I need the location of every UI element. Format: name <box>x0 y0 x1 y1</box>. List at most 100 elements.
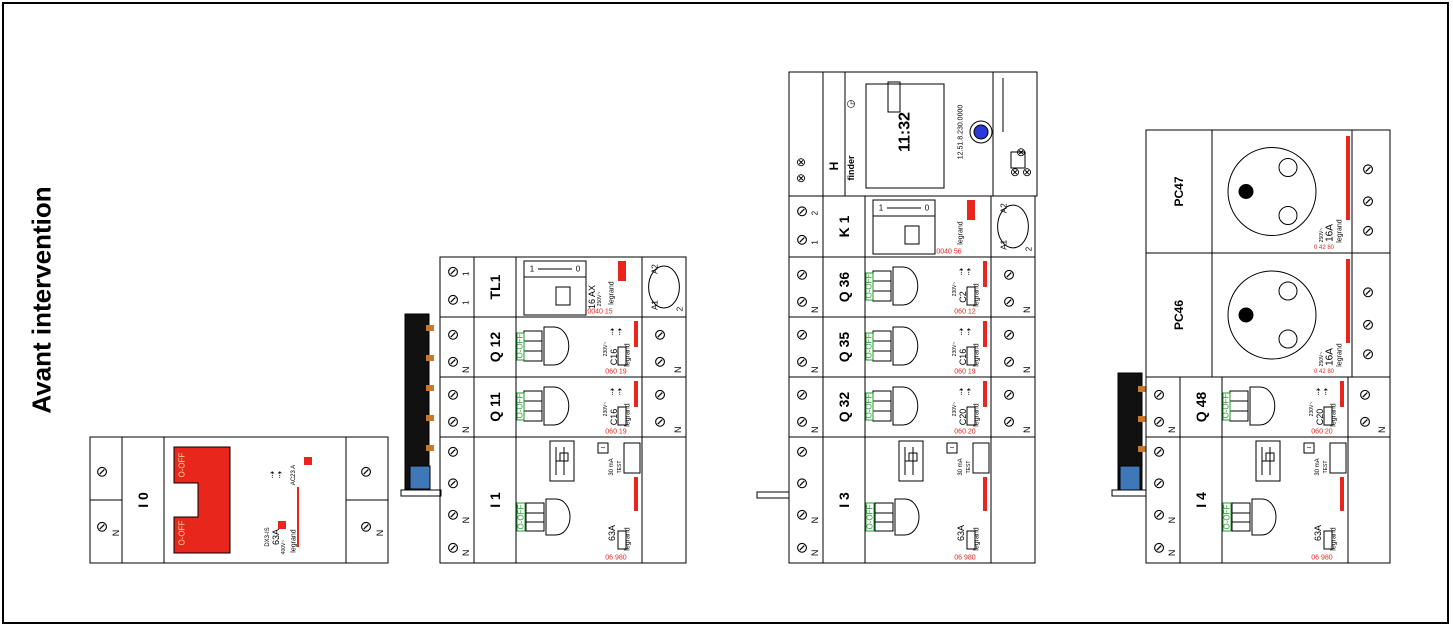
red-switch-handle <box>173 446 231 554</box>
rating-box <box>966 346 976 366</box>
socket-hole <box>1278 281 1298 301</box>
terminal-screw: ⊘ <box>796 294 809 311</box>
lever-arc <box>892 266 919 306</box>
terminal-screw: ⊘ <box>1003 327 1016 344</box>
terminal-n-label: N <box>1167 427 1177 434</box>
voltage-text: 230V~ <box>952 282 958 297</box>
rcd-symbol-box <box>597 442 609 454</box>
terminal-n-label: N <box>810 550 820 557</box>
test-text: TEST <box>966 461 972 474</box>
rcd-schematic-box <box>898 440 924 482</box>
brand-text: legrand <box>625 527 632 550</box>
red-indicator <box>983 381 987 407</box>
module-cell <box>864 436 992 564</box>
voltage-text: 230V~ <box>1309 402 1315 417</box>
terminal-n-label: N <box>1022 307 1032 314</box>
off-label: O-OFF <box>866 504 875 529</box>
terminal-screw: ⊘ <box>796 327 809 344</box>
rating-text: 63A <box>271 529 281 545</box>
toggle-slot <box>872 390 892 422</box>
code-text: 060 20 <box>1311 429 1333 436</box>
schematic-coil <box>908 452 918 462</box>
test-text: TEST <box>617 461 623 474</box>
relay-knob <box>904 225 920 245</box>
red-indicator <box>983 261 987 287</box>
brand-text: legrand <box>974 343 981 366</box>
brand-text: legrand <box>625 403 632 426</box>
voltage-text: 230V~ <box>603 402 609 417</box>
red-marker <box>278 521 286 529</box>
terminal-screw: ⊘ <box>1153 414 1166 431</box>
terminal-screw: ⊘ <box>447 264 460 281</box>
din-rail-end <box>400 489 442 497</box>
terminal-n-label: N <box>810 307 820 314</box>
terminal-n-label: N <box>461 550 471 557</box>
terminal-screw: ⊘ <box>447 444 460 461</box>
voltage-text: 230V~ <box>952 402 958 417</box>
code-text: 0 42 80 <box>1314 369 1335 375</box>
brand-text: legrand <box>974 283 981 306</box>
terminal-screw: ⊘ <box>447 475 460 492</box>
rating-box <box>617 406 627 426</box>
red-indicator <box>983 321 987 347</box>
terminal-n-label: N <box>810 427 820 434</box>
module-cell <box>1221 436 1349 564</box>
timer-screw: ⊗ <box>1010 165 1020 179</box>
terminal-screw: ⊘ <box>654 327 667 344</box>
terminal-screw: ⊘ <box>796 267 809 284</box>
terminal-screw: ⊘ <box>1359 387 1372 404</box>
terminal-screw: ⊘ <box>796 414 809 431</box>
terminal-screw: ⊘ <box>447 387 460 404</box>
socket-voltage: 250V~ <box>1319 352 1325 367</box>
pos0-label: 0 <box>576 265 581 274</box>
terminal-screw: ⊘ <box>96 519 109 536</box>
schematic-coil <box>1265 452 1275 462</box>
terminal-screw: ⊘ <box>447 539 460 556</box>
relay-coil-terminal <box>648 265 680 309</box>
relay-knob <box>555 286 571 306</box>
off-label: O-OFF <box>865 393 874 418</box>
curve-text: C20 <box>1315 409 1325 426</box>
terminal-screw: ⊘ <box>1153 444 1166 461</box>
code-text: 06 980 <box>605 555 627 562</box>
module-label: Q 35 <box>836 332 852 363</box>
switch-symbol: ⇡⇡ <box>957 267 972 277</box>
socket-hole <box>1278 329 1298 349</box>
terminal-screw: ⊘ <box>796 354 809 371</box>
code-text: 060 19 <box>605 429 627 436</box>
test-box <box>972 442 990 474</box>
terminal-n-label: N <box>673 367 683 374</box>
lever-arc <box>1249 386 1276 426</box>
toggle-slot <box>874 502 894 532</box>
rating-box <box>617 530 627 550</box>
red-indicator <box>1346 259 1350 343</box>
terminal-screw: ⊘ <box>796 507 809 524</box>
terminal-block-right <box>1347 436 1391 564</box>
terminal-screw: ⊘ <box>360 464 373 481</box>
off-box <box>865 332 874 361</box>
off-box <box>1222 392 1231 421</box>
switch-symbol: ⇡⇡ <box>608 387 623 397</box>
terminal-n-label: N <box>1167 550 1177 557</box>
terminal-screw: ⊘ <box>447 292 460 309</box>
voltage-text: 230V~ <box>603 342 609 357</box>
red-indicator <box>618 261 626 281</box>
clock-symbol: ◷ <box>847 99 856 110</box>
red-indicator <box>1340 381 1344 407</box>
terminal-screw: ⊘ <box>796 203 809 220</box>
switch-symbol: ⇡⇡ <box>608 327 623 337</box>
brand-text: legrand <box>974 527 981 550</box>
pos0-label: 0 <box>925 204 930 213</box>
a2-label: A2 <box>651 264 660 274</box>
timer-screw: ⊗ <box>1022 165 1032 179</box>
relay-text2: 250V~ <box>597 292 603 307</box>
